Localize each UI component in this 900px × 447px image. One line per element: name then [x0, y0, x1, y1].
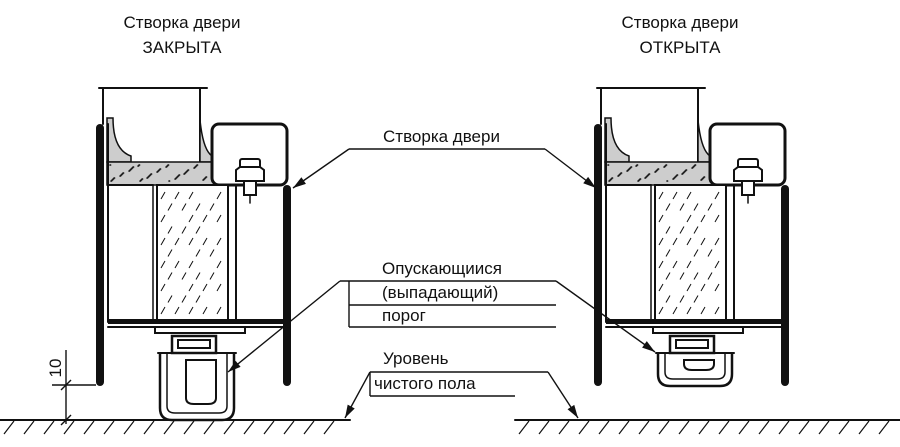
open-door-outer-right-bar [781, 185, 789, 386]
threshold-leader-closed-arrowhead [228, 360, 241, 372]
closed-door-bolt-shaft [243, 180, 257, 196]
floor-label-line2: чистого пола [374, 374, 476, 393]
closed-door-head-seal-right [199, 119, 213, 163]
threshold-leader-open-arrowhead [642, 341, 655, 352]
closed-door-threshold-plate [154, 326, 246, 334]
open-door-title-line2: ОТКРЫТА [639, 38, 721, 57]
threshold-label-line2: (выпадающий) [382, 283, 498, 302]
open-door-threshold-profile-outer [656, 353, 734, 388]
closed-door-threshold-seal-insert [185, 359, 217, 405]
closed-door-outer-left-bar [96, 124, 104, 386]
closed-door-glass-panel [156, 184, 229, 323]
dimension-tick-bottom [60, 414, 72, 426]
sash-leader-closed-arrowhead [293, 177, 306, 188]
open-door-threshold-plate [652, 326, 744, 334]
floor-label-line1: Уровень [383, 349, 449, 368]
open-door-bolt-nut [733, 166, 763, 182]
sash-callout: Створка двери [292, 127, 597, 189]
open-door-outer-left-bar [594, 124, 602, 386]
dimension-value: 10 [46, 359, 65, 378]
closed-door-threshold-profile-inner [166, 353, 228, 414]
open-door-head-seal-right [697, 119, 711, 163]
leader-arrowheads [228, 176, 655, 418]
closed-door [96, 87, 291, 422]
floor-right-hatch [518, 420, 890, 435]
threshold-leader-open [555, 280, 656, 353]
floor-level-callout: Уровень чистого пола [344, 349, 579, 419]
threshold-label-line3: порог [382, 306, 426, 325]
door-drawings [96, 87, 789, 422]
closed-door-threshold-profile-outer [158, 353, 236, 422]
open-door-bottom-frame-bar [606, 319, 782, 324]
dimension-tick-top [60, 379, 72, 391]
open-door-threshold-seal-insert [683, 359, 715, 371]
sash-label: Створка двери [383, 127, 500, 146]
threshold-callout: Опускающиися (выпадающий) порог [227, 259, 656, 373]
closed-door-title-line2: ЗАКРЫТА [142, 38, 222, 57]
closed-door-head-seal-left [106, 117, 132, 163]
open-door-title-line1: Створка двери [622, 13, 739, 32]
open-door-glass-hatch [658, 191, 720, 315]
sash-leader-open-arrowhead [583, 176, 596, 188]
floor-lines [0, 419, 900, 435]
open-door [594, 87, 789, 388]
floor-leader-right-arrowhead [567, 404, 578, 418]
closed-door-outer-right-bar [283, 185, 291, 386]
closed-door-bottom-frame-bar [108, 319, 284, 324]
threshold-label-line1: Опускающиися [382, 259, 502, 278]
open-door-bolt-shaft [741, 180, 755, 196]
open-door-head-seal-left [604, 117, 630, 163]
closed-door-glass-hatch [160, 191, 222, 315]
threshold-leader-closed [227, 280, 341, 373]
floor-leader-left-arrowhead [345, 404, 355, 418]
open-door-threshold-profile-inner [664, 353, 726, 380]
open-door-threshold-mechanism-core [675, 339, 709, 349]
open-door-glass-panel [654, 184, 727, 323]
closed-door-bolt-nut [235, 166, 265, 182]
gap-dimension: 10 [46, 350, 96, 426]
closed-door-title-line1: Створка двери [124, 13, 241, 32]
closed-door-threshold-mechanism-core [177, 339, 211, 349]
floor-left-hatch [3, 420, 335, 435]
